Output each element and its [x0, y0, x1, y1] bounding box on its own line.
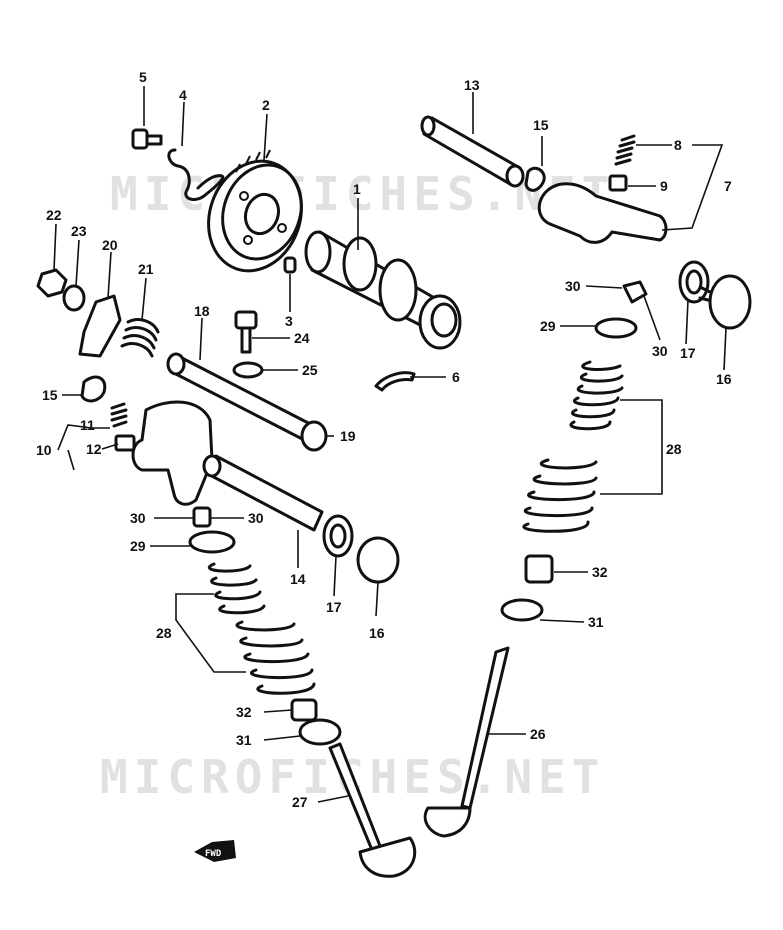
- part-plate-20: [78, 294, 122, 358]
- part-cap-30-left: [192, 506, 212, 528]
- callout-3: 3: [285, 313, 293, 329]
- callout-14: 14: [290, 571, 306, 587]
- fwd-label: FWD: [205, 849, 222, 859]
- part-rod-14: [202, 454, 324, 532]
- callout-15-right: 15: [533, 117, 549, 133]
- part-washer-25: [232, 361, 264, 379]
- callout-26: 26: [530, 726, 546, 742]
- callout-9: 9: [660, 178, 668, 194]
- part-springs-28-left: [207, 562, 316, 695]
- callout-24: 24: [294, 330, 310, 346]
- part-oring-15-right: [524, 166, 546, 192]
- part-springs-28-right: [522, 360, 624, 533]
- part-spring-21: [120, 318, 160, 358]
- part-cam-sprocket-2: [207, 149, 303, 273]
- callout-27: 27: [292, 794, 308, 810]
- leader-lines: [53, 86, 727, 803]
- part-pin-3: [283, 256, 297, 274]
- callout-17-right: 17: [680, 345, 696, 361]
- callout-labels: 5 4 2 3 1 6 13 15 8 9 7 30 30 29 17 16 2…: [36, 69, 732, 810]
- callout-15-left: 15: [42, 387, 58, 403]
- callout-8: 8: [674, 137, 682, 153]
- part-nut-12: [114, 434, 136, 452]
- callout-21: 21: [138, 261, 154, 277]
- part-valve-27: [328, 742, 417, 878]
- callout-30-left-b: 30: [248, 510, 264, 526]
- part-bracket-4: [167, 148, 225, 201]
- callout-2: 2: [262, 97, 270, 113]
- part-clip-6: [374, 371, 416, 392]
- part-seal-17-right: [678, 260, 710, 304]
- callout-32-left: 32: [236, 704, 252, 720]
- part-rocker-shaft-13: [420, 115, 525, 188]
- callout-25: 25: [302, 362, 318, 378]
- callout-7: 7: [724, 178, 732, 194]
- part-cap-30-right: [622, 280, 648, 304]
- callout-30-right-b: 30: [652, 343, 668, 359]
- callout-19: 19: [340, 428, 356, 444]
- callout-6: 6: [452, 369, 460, 385]
- callout-28-right: 28: [666, 441, 682, 457]
- part-nut-9: [608, 174, 628, 192]
- part-seal-17-left: [322, 514, 354, 558]
- callout-11: 11: [80, 417, 95, 433]
- part-bolt-5: [131, 128, 163, 150]
- part-washer-23: [62, 284, 86, 312]
- part-rocker-arm-7: [537, 182, 668, 244]
- callout-30-right-a: 30: [565, 278, 581, 294]
- part-cotter-32-right: [524, 554, 554, 584]
- callout-16-left: 16: [369, 625, 385, 641]
- callout-20: 20: [102, 237, 118, 253]
- part-cotter-32-left: [290, 698, 318, 722]
- part-adjuster-11: [110, 402, 128, 428]
- part-rocker-arm-10: [131, 400, 214, 506]
- callout-16-right: 16: [716, 371, 732, 387]
- part-valve-26: [423, 646, 510, 838]
- callout-31-right: 31: [588, 614, 604, 630]
- part-retainer-29-left: [188, 530, 236, 554]
- callout-23: 23: [71, 223, 87, 239]
- callout-28-left: 28: [156, 625, 172, 641]
- part-washer-31-right: [500, 598, 544, 622]
- part-cap-16-right: [698, 274, 752, 330]
- callout-10: 10: [36, 442, 52, 458]
- callout-17-left: 17: [326, 599, 342, 615]
- part-adjuster-8: [614, 134, 636, 166]
- part-camshaft-1: [304, 230, 462, 350]
- fwd-direction-badge: FWD: [194, 840, 236, 862]
- part-cap-16-left: [356, 536, 400, 584]
- callout-32-right: 32: [592, 564, 608, 580]
- callout-18: 18: [194, 303, 210, 319]
- part-nut-22: [36, 268, 68, 298]
- callout-29-right: 29: [540, 318, 556, 334]
- callout-30-left-a: 30: [130, 510, 146, 526]
- part-washer-31-left: [298, 718, 342, 746]
- callout-31-left: 31: [236, 732, 252, 748]
- callout-1: 1: [353, 181, 361, 197]
- part-retainer-29-right: [594, 317, 638, 339]
- callout-12: 12: [86, 441, 102, 457]
- callout-4: 4: [179, 87, 187, 103]
- part-bolt-24: [234, 310, 258, 354]
- callout-29-left: 29: [130, 538, 146, 554]
- part-oring-19: [300, 420, 328, 452]
- callout-13: 13: [464, 77, 480, 93]
- callout-5: 5: [139, 69, 147, 85]
- part-oring-15-left: [80, 375, 107, 403]
- callout-22: 22: [46, 207, 62, 223]
